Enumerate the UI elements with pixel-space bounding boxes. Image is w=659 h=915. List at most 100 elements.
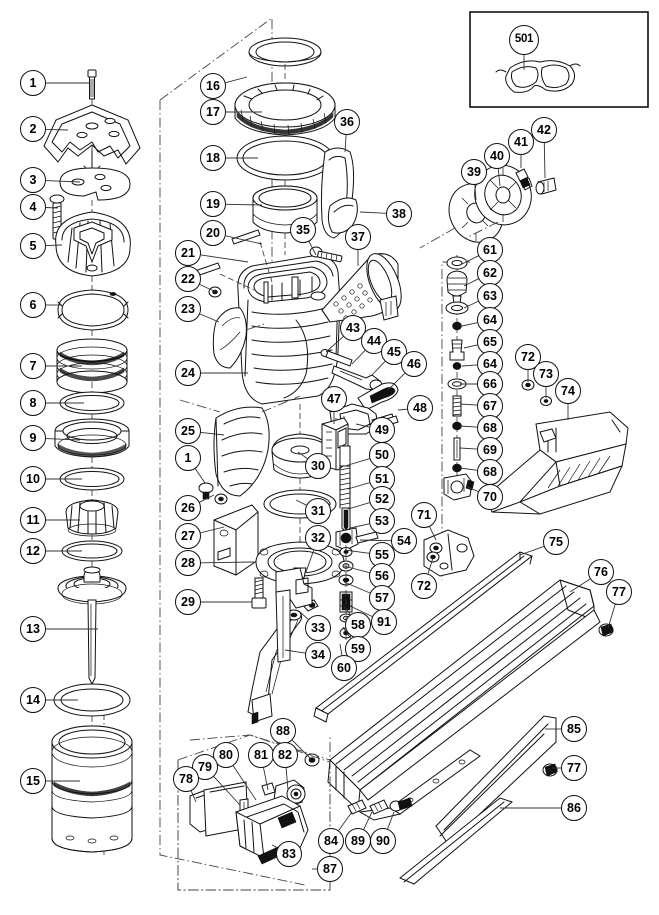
callout-57[interactable]: 57 (369, 585, 395, 611)
callout-76[interactable]: 76 (588, 559, 614, 585)
callout-85[interactable]: 85 (561, 716, 587, 742)
callout-20[interactable]: 20 (200, 220, 226, 246)
callout-62[interactable]: 62 (477, 260, 503, 286)
leader-line (225, 235, 263, 245)
callout-41[interactable]: 41 (508, 129, 534, 155)
callout-91[interactable]: 91 (371, 609, 397, 635)
callout-86[interactable]: 86 (561, 795, 587, 821)
callout-4[interactable]: 4 (20, 194, 46, 220)
callout-48[interactable]: 48 (407, 395, 433, 421)
callout-53[interactable]: 53 (369, 508, 395, 534)
callout-3[interactable]: 3 (20, 167, 46, 193)
leader-line (343, 605, 351, 615)
callout-31[interactable]: 31 (305, 498, 331, 524)
callout-66[interactable]: 66 (477, 371, 503, 397)
callout-29[interactable]: 29 (175, 589, 201, 615)
callout-30[interactable]: 30 (305, 453, 331, 479)
callout-24[interactable]: 24 (175, 360, 201, 386)
callout-15[interactable]: 15 (20, 768, 46, 794)
callout-11[interactable]: 11 (20, 507, 46, 533)
callout-14[interactable]: 14 (20, 687, 46, 713)
callout-52[interactable]: 52 (369, 486, 395, 512)
callout-73[interactable]: 73 (533, 361, 559, 387)
callout-71[interactable]: 71 (411, 502, 437, 528)
callout-83[interactable]: 83 (276, 841, 302, 867)
callout-25[interactable]: 25 (175, 418, 201, 444)
callout-82[interactable]: 82 (272, 742, 298, 768)
callout-58[interactable]: 58 (345, 612, 371, 638)
callout-72[interactable]: 72 (411, 573, 437, 599)
leader-line (200, 254, 249, 263)
part-501-safety-glasses (495, 60, 581, 93)
callout-23[interactable]: 23 (175, 296, 201, 322)
callout-32[interactable]: 32 (305, 525, 331, 551)
callout-87[interactable]: 87 (317, 856, 343, 882)
callout-10[interactable]: 10 (20, 466, 46, 492)
callout-38[interactable]: 38 (386, 201, 412, 227)
leader-line (225, 203, 263, 206)
leader-line (474, 184, 477, 201)
leader-line (200, 526, 225, 534)
callout-61[interactable]: 61 (477, 237, 503, 263)
callout-28[interactable]: 28 (175, 550, 201, 576)
parts-35-38 (309, 147, 402, 323)
callout-34[interactable]: 34 (305, 642, 331, 668)
callout-21[interactable]: 21 (175, 240, 201, 266)
callout-35[interactable]: 35 (290, 217, 316, 243)
callout-19[interactable]: 19 (200, 191, 226, 217)
callout-89[interactable]: 89 (345, 828, 371, 854)
callout-60[interactable]: 60 (331, 655, 357, 681)
callout-75[interactable]: 75 (543, 529, 569, 555)
callout-26[interactable]: 26 (175, 495, 201, 521)
callout-37[interactable]: 37 (345, 224, 371, 250)
callout-27[interactable]: 27 (175, 523, 201, 549)
leader-line (45, 244, 63, 247)
callout-501[interactable]: 501 (509, 25, 539, 55)
callout-6[interactable]: 6 (20, 292, 46, 318)
callout-17[interactable]: 17 (200, 99, 226, 125)
callout-88[interactable]: 88 (270, 718, 296, 744)
callout-40[interactable]: 40 (484, 143, 510, 169)
callout-2[interactable]: 2 (20, 116, 46, 142)
callout-7[interactable]: 7 (20, 353, 46, 379)
callout-13[interactable]: 13 (20, 616, 46, 642)
callout-50[interactable]: 50 (369, 442, 395, 468)
callout-65[interactable]: 65 (477, 329, 503, 355)
callout-47[interactable]: 47 (321, 386, 347, 412)
callout-49[interactable]: 49 (369, 417, 395, 443)
callout-74[interactable]: 74 (555, 378, 581, 404)
callout-1[interactable]: 1 (20, 70, 46, 96)
callout-56[interactable]: 56 (369, 563, 395, 589)
callout-5[interactable]: 5 (20, 233, 46, 259)
callout-77[interactable]: 77 (606, 579, 632, 605)
callout-67[interactable]: 67 (477, 393, 503, 419)
callout-33[interactable]: 33 (305, 615, 331, 641)
callout-18[interactable]: 18 (200, 145, 226, 171)
callout-36[interactable]: 36 (334, 109, 360, 135)
callout-22[interactable]: 22 (175, 266, 201, 292)
leader-line (344, 549, 370, 554)
callout-84[interactable]: 84 (318, 828, 344, 854)
callout-39[interactable]: 39 (461, 159, 487, 185)
callout-54[interactable]: 54 (391, 528, 417, 554)
callout-78[interactable]: 78 (173, 766, 199, 792)
part-75-rail (313, 551, 534, 723)
callout-46[interactable]: 46 (401, 351, 427, 377)
callout-69[interactable]: 69 (477, 437, 503, 463)
callout-68[interactable]: 68 (477, 459, 503, 485)
callout-42[interactable]: 42 (531, 117, 557, 143)
callout-8[interactable]: 8 (20, 390, 46, 416)
callout-81[interactable]: 81 (248, 742, 274, 768)
callout-16[interactable]: 16 (200, 73, 226, 99)
callout-68[interactable]: 68 (477, 415, 503, 441)
callout-1[interactable]: 1 (175, 445, 201, 471)
callout-77[interactable]: 77 (561, 755, 587, 781)
leader-line (397, 408, 408, 411)
callout-9[interactable]: 9 (20, 425, 46, 451)
part-53-stem-block (335, 527, 359, 551)
callout-63[interactable]: 63 (477, 283, 503, 309)
callout-70[interactable]: 70 (477, 484, 503, 510)
callout-12[interactable]: 12 (20, 538, 46, 564)
leader-line (359, 539, 392, 542)
callout-90[interactable]: 90 (370, 828, 396, 854)
